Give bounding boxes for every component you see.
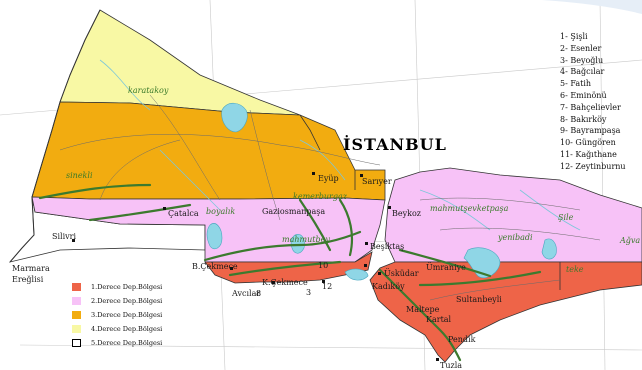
place-label: Üsküdar: [384, 269, 419, 278]
legend-label: 4.Derece Dep.Bölgesi: [91, 325, 163, 333]
place-label: kemerburgaz: [293, 192, 347, 201]
legend-item: 5.Derece Dep.Bölgesi: [72, 336, 162, 350]
coastline: [9, 9, 101, 263]
district-number: 8: [256, 289, 262, 298]
place-label: Pendik: [448, 335, 476, 344]
district-list-item: 1- Şişli: [560, 32, 588, 41]
place-label: Eyüp: [318, 174, 339, 183]
legend-label: 5.Derece Dep.Bölgesi: [91, 339, 163, 347]
place-label: Ümraniye: [426, 263, 466, 272]
district-list-item: 11- Kağıthane: [560, 149, 617, 159]
district-number: 12: [322, 282, 333, 291]
legend-item: 1.Derece Dep.Bölgesi: [72, 280, 162, 294]
place-label: Tuzla: [440, 361, 463, 370]
district-list-item: 8- Bakırköy: [560, 114, 607, 124]
zone-4-area: [59, 9, 301, 116]
district-list-item: 12- Zeytinburnu: [560, 161, 626, 171]
place-label: Beşiktaş: [370, 242, 405, 251]
legend-swatch: [72, 311, 81, 319]
place-label: sinekli: [66, 171, 93, 180]
place-label: Ereğlisi: [12, 275, 44, 284]
place-label: Avcılar: [232, 289, 261, 298]
legend-item: 2.Derece Dep.Bölgesi: [72, 294, 162, 308]
district-list-item: 10- Güngören: [560, 138, 616, 148]
place-label: Beykoz: [392, 209, 422, 218]
legend-swatch: [72, 297, 81, 305]
place-label: boyalık: [206, 207, 236, 216]
district-number: 3: [306, 288, 312, 297]
place-label: mahmutşevketpaşa: [430, 204, 509, 213]
place-label: Kadıköy: [372, 282, 405, 291]
district-list-item: 3- Beyoğlu: [560, 55, 604, 65]
place-label: K.Çekmece: [262, 278, 308, 287]
legend-label: 3.Derece Dep.Bölgesi: [91, 311, 163, 319]
district-list-item: 9- Bayrampaşa: [560, 126, 621, 136]
map-legend: 1.Derece Dep.Bölgesi 2.Derece Dep.Bölges…: [72, 280, 162, 350]
zone-2-area-asian: [384, 167, 642, 263]
place-label: Sultanbeyli: [456, 295, 502, 304]
district-number: 10: [318, 261, 329, 270]
rivers: [99, 59, 581, 231]
legend-label: 1.Derece Dep.Bölgesi: [91, 283, 163, 291]
minor-roads: [59, 94, 601, 301]
legend-swatch: [72, 339, 81, 347]
zone-boundaries: [299, 114, 561, 290]
district-list-item: 4- Bağcılar: [560, 67, 605, 77]
district-list: 1- Şişli 2- Esenler 3- Beyoğlu 4- Bağcıl…: [560, 31, 626, 173]
legend-item: 4.Derece Dep.Bölgesi: [72, 322, 162, 336]
zone-3-area: [31, 101, 386, 201]
place-label: Ağva: [620, 236, 641, 245]
place-label: teke: [566, 265, 584, 274]
water-bodies: [206, 102, 557, 281]
place-label: Şile: [558, 213, 574, 222]
district-list-item: 5- Fatih: [560, 79, 592, 89]
place-label: Marmara: [12, 264, 50, 273]
place-label: Maltepe: [406, 305, 440, 314]
main-roads: [38, 183, 542, 362]
legend-label: 2.Derece Dep.Bölgesi: [91, 297, 163, 305]
place-label: Gaziosmanpaşa: [262, 207, 326, 216]
legend-swatch: [72, 325, 81, 333]
city-markers: [72, 172, 439, 361]
legend-swatch: [72, 283, 81, 291]
district-list-item: 7- Bahçelievler: [560, 102, 621, 112]
district-list-item: 2- Esenler: [560, 43, 602, 53]
place-label: Silivri: [52, 232, 77, 241]
corner-decoration: [522, 0, 642, 20]
place-label: karatakoy: [128, 86, 169, 95]
map-title: İSTANBUL: [343, 135, 447, 154]
legend-item: 3.Derece Dep.Bölgesi: [72, 308, 162, 322]
place-label: yenibadi: [498, 233, 533, 242]
place-label: Kartal: [426, 315, 452, 324]
place-label: Sarıyer: [362, 177, 392, 186]
district-list-item: 6- Eminönü: [560, 90, 607, 100]
place-label: B.Çekmece: [192, 262, 238, 271]
place-label: Çatalca: [168, 209, 199, 218]
place-label: mahmutbey: [282, 235, 330, 244]
